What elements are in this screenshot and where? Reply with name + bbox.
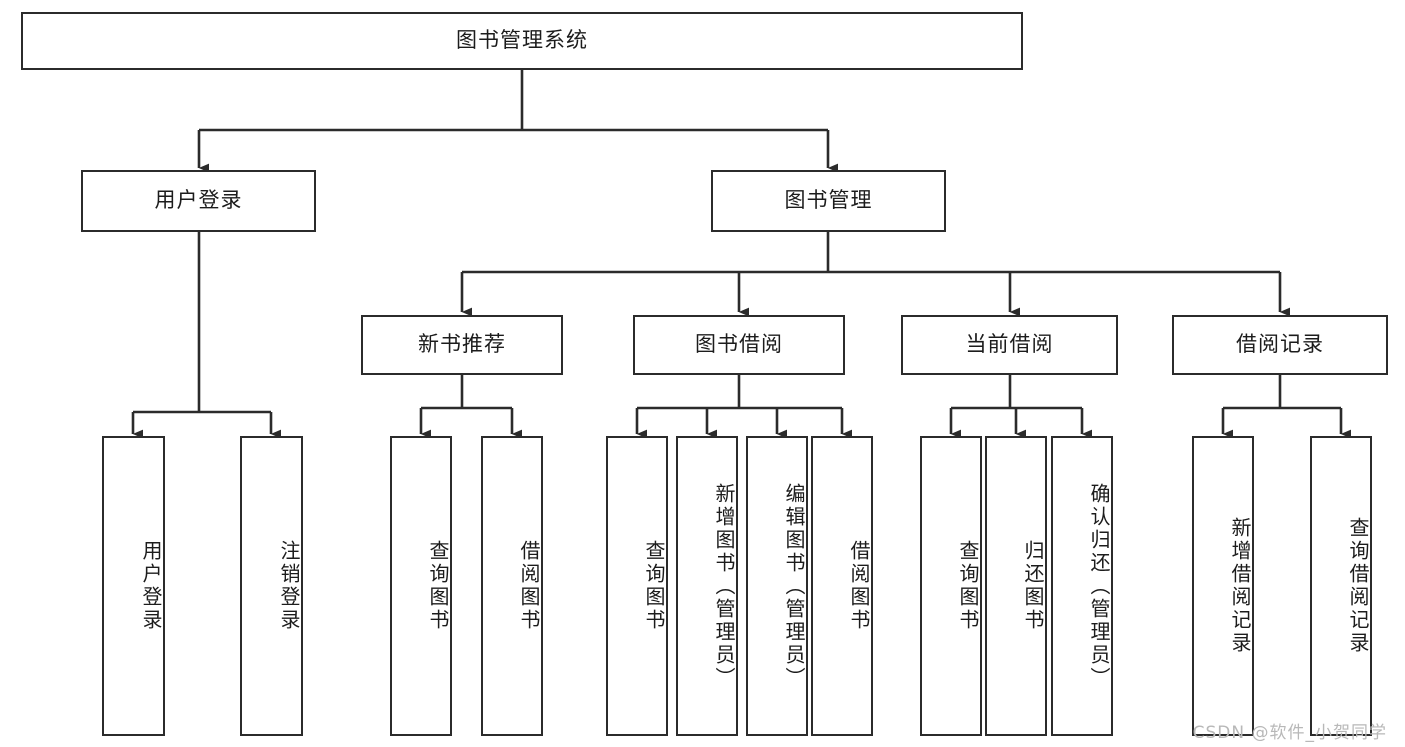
- leaf-current-borrow-confirm-return[interactable]: 确认归还（管理员）: [1051, 436, 1113, 736]
- node-book-management[interactable]: 图书管理: [711, 170, 946, 232]
- node-root-system[interactable]: 图书管理系统: [21, 12, 1023, 70]
- leaf-label: 借阅图书: [517, 540, 541, 632]
- leaf-new-book-query[interactable]: 查询图书: [390, 436, 452, 736]
- node-current-borrow[interactable]: 当前借阅: [901, 315, 1118, 375]
- leaf-book-borrow-query[interactable]: 查询图书: [606, 436, 668, 736]
- leaf-label: 借阅图书: [847, 540, 871, 632]
- leaf-label: 查询借阅记录: [1346, 517, 1370, 655]
- leaf-book-borrow-add[interactable]: 新增图书（管理员）: [676, 436, 738, 736]
- leaf-borrow-record-add[interactable]: 新增借阅记录: [1192, 436, 1254, 736]
- leaf-label: 归还图书: [1021, 540, 1045, 632]
- leaf-book-borrow-borrow[interactable]: 借阅图书: [811, 436, 873, 736]
- leaf-label: 新增借阅记录: [1228, 517, 1252, 655]
- leaf-label: 用户登录: [139, 540, 163, 632]
- leaf-current-borrow-query[interactable]: 查询图书: [920, 436, 982, 736]
- node-user-login[interactable]: 用户登录: [81, 170, 316, 232]
- leaf-label: 查询图书: [956, 540, 980, 632]
- leaf-current-borrow-return[interactable]: 归还图书: [985, 436, 1047, 736]
- leaf-new-book-borrow[interactable]: 借阅图书: [481, 436, 543, 736]
- node-new-book-recommend[interactable]: 新书推荐: [361, 315, 563, 375]
- node-borrow-record[interactable]: 借阅记录: [1172, 315, 1388, 375]
- leaf-label: 查询图书: [642, 540, 666, 632]
- node-book-borrow[interactable]: 图书借阅: [633, 315, 845, 375]
- leaf-user-login-login[interactable]: 用户登录: [102, 436, 165, 736]
- leaf-label: 注销登录: [277, 540, 301, 632]
- csdn-watermark: CSDN @软件_小贺同学: [1192, 723, 1387, 743]
- leaf-label: 查询图书: [426, 540, 450, 632]
- leaf-book-borrow-edit[interactable]: 编辑图书（管理员）: [746, 436, 808, 736]
- leaf-borrow-record-query[interactable]: 查询借阅记录: [1310, 436, 1372, 736]
- leaf-label: 确认归还（管理员）: [1087, 482, 1111, 690]
- leaf-label: 新增图书（管理员）: [712, 482, 736, 690]
- leaf-label: 编辑图书（管理员）: [782, 482, 806, 690]
- leaf-user-login-logout[interactable]: 注销登录: [240, 436, 303, 736]
